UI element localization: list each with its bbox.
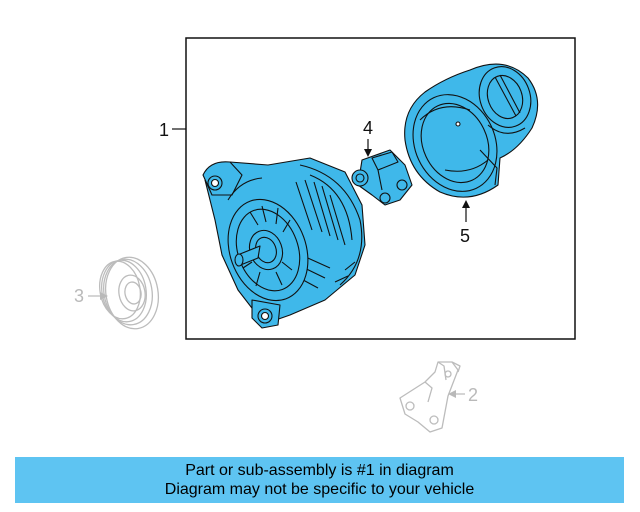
part-alternator[interactable]	[202, 157, 366, 329]
part-mounting-bracket[interactable]	[399, 361, 461, 433]
callout-5[interactable]: 5	[460, 226, 470, 246]
parts-diagram: 1 5 4	[74, 37, 576, 433]
banner-line-2: Diagram may not be specific to your vehi…	[164, 481, 475, 498]
part-pulley[interactable]	[95, 253, 164, 333]
callout-4[interactable]: 4	[363, 118, 373, 138]
callout-1[interactable]: 1	[159, 120, 169, 140]
callout-5-arrow	[462, 200, 470, 208]
callout-2-arrow	[448, 390, 456, 398]
banner-line-1: Part or sub-assembly is #1 in diagram	[185, 462, 454, 479]
callout-3[interactable]: 3	[74, 286, 84, 306]
callout-2[interactable]: 2	[468, 385, 478, 405]
callout-3-arrow	[100, 292, 108, 300]
info-banner: Part or sub-assembly is #1 in diagram Di…	[15, 457, 624, 503]
callout-4-arrow	[364, 149, 372, 157]
part-voltage-regulator[interactable]	[351, 149, 413, 206]
part-rear-cover[interactable]	[398, 59, 539, 205]
assembly-frame	[185, 37, 576, 340]
